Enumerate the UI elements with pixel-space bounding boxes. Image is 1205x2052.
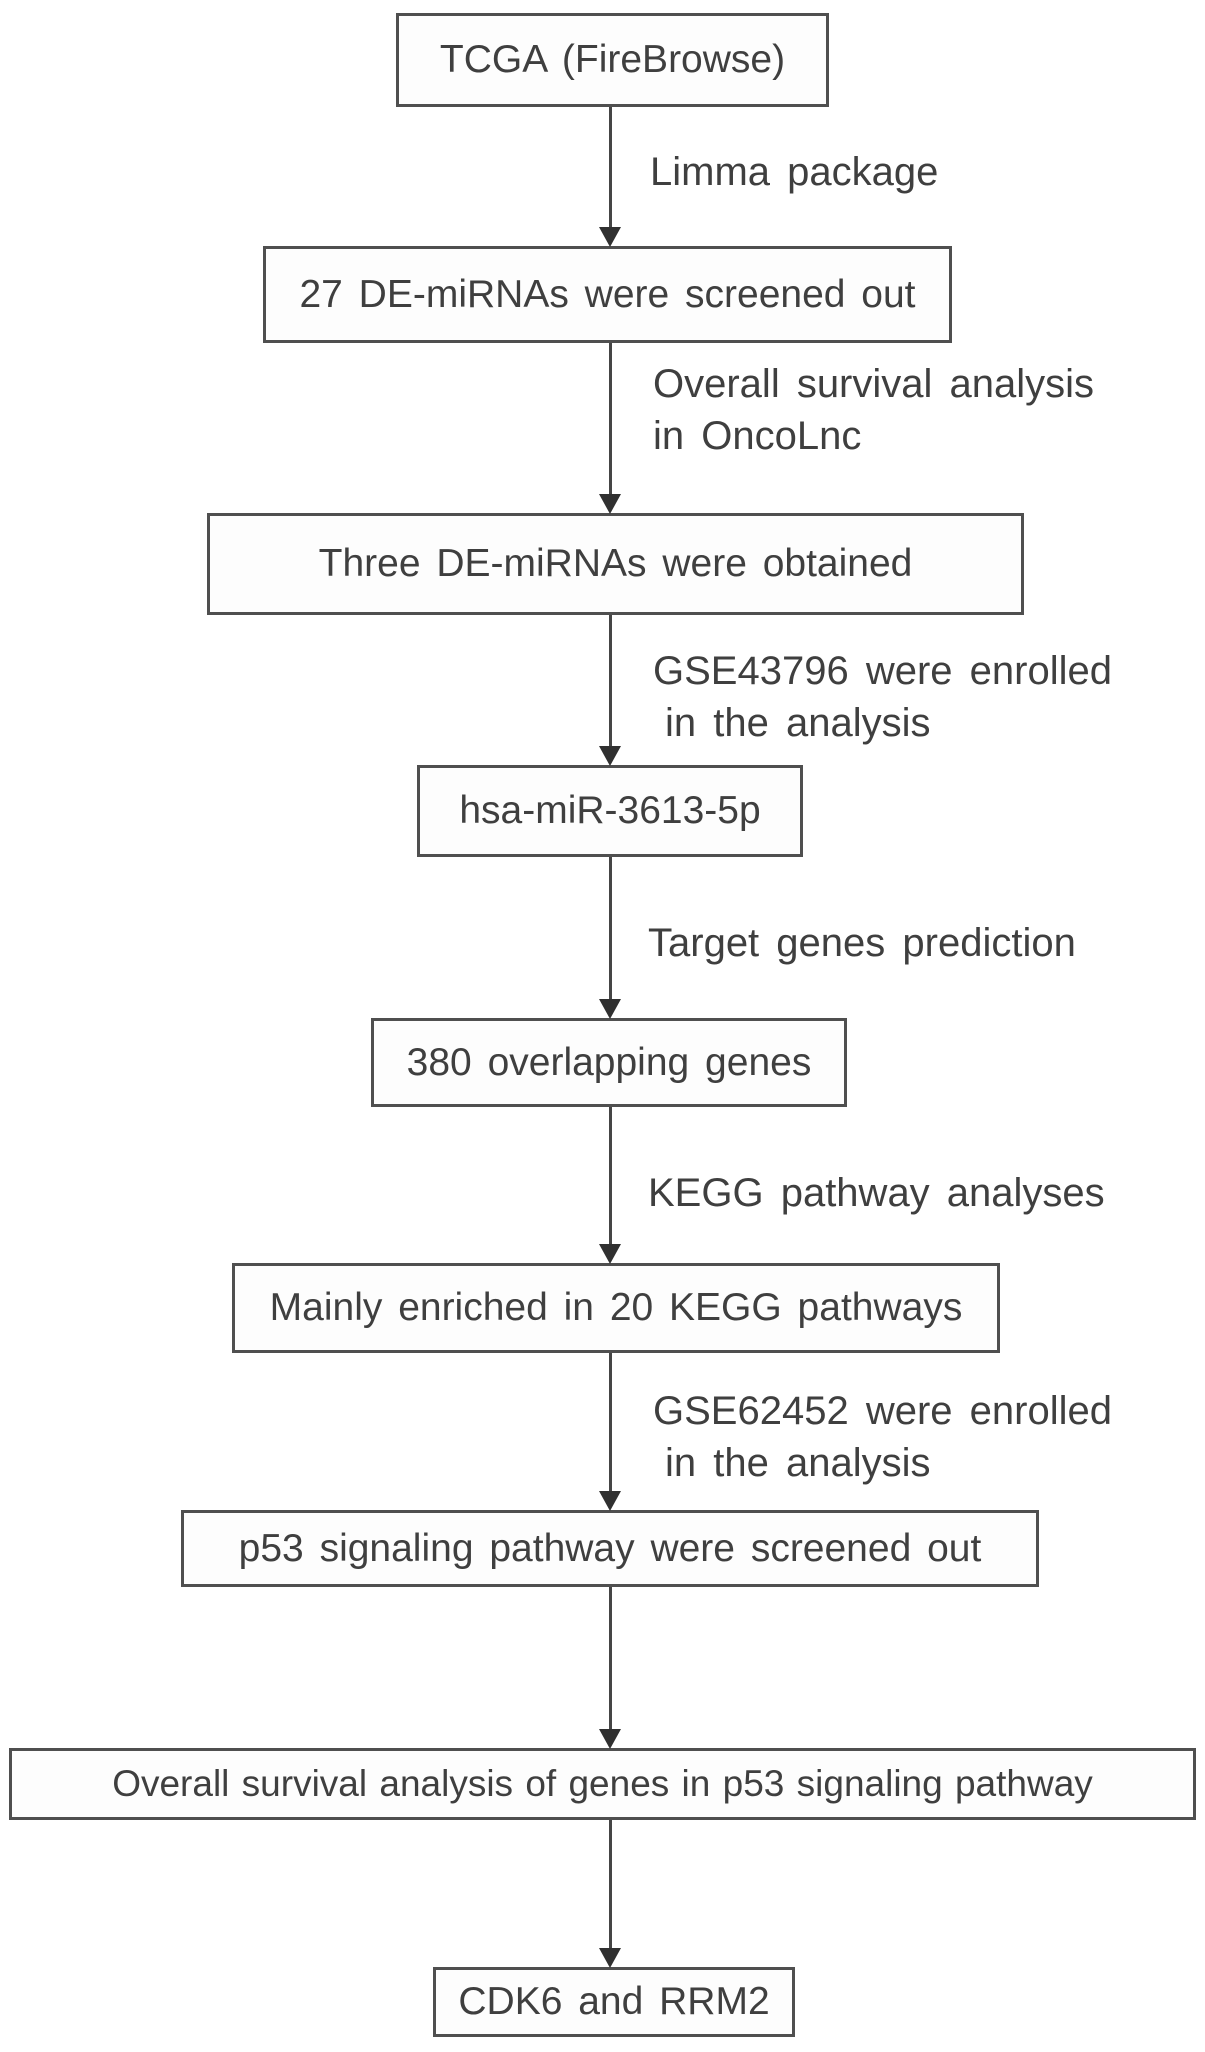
edge-label-line: in the analysis [665, 701, 931, 745]
arrow-down-icon [599, 227, 621, 247]
arrow-down-icon [599, 999, 621, 1019]
flow-node-kegg-pathways-enriched: Mainly enriched in 20 KEGG pathways [232, 1263, 1000, 1353]
node-label: CDK6 and RRM2 [458, 1980, 770, 2023]
arrow-down-icon [599, 1244, 621, 1264]
edge-label-line: Target genes prediction [648, 921, 1076, 965]
edge-label-gse43796: GSE43796 were enrolled in the analysis [653, 645, 1112, 749]
edge-label-line: in the analysis [665, 1441, 931, 1485]
arrow-down-icon [599, 1729, 621, 1749]
edge-label-line: GSE43796 were enrolled [653, 649, 1112, 693]
edge-label-line: in OncoLnc [653, 414, 862, 458]
arrow-line [609, 1353, 612, 1493]
edge-label-line: KEGG pathway analyses [648, 1171, 1105, 1215]
arrow-down-icon [599, 494, 621, 514]
edge-label-line: Limma package [650, 150, 939, 194]
edge-label-limma: Limma package [650, 146, 938, 198]
flow-node-tcga-firebrowse: TCGA (FireBrowse) [396, 13, 829, 107]
arrow-down-icon [599, 1948, 621, 1968]
node-label: p53 signaling pathway were screened out [238, 1526, 982, 1570]
node-label: hsa-miR-3613-5p [459, 789, 761, 832]
arrow-down-icon [599, 1491, 621, 1511]
arrow-line [609, 857, 612, 1001]
flow-node-overlapping-genes: 380 overlapping genes [371, 1018, 847, 1107]
edge-label-target-genes: Target genes prediction [648, 917, 1076, 969]
flow-node-de-mirnas-screened: 27 DE-miRNAs were screened out [263, 246, 952, 343]
edge-label-kegg: KEGG pathway analyses [648, 1167, 1105, 1219]
flow-node-p53-pathway-screened: p53 signaling pathway were screened out [181, 1510, 1039, 1587]
flow-node-cdk6-rrm2: CDK6 and RRM2 [433, 1967, 795, 2037]
flow-node-hsa-mir-3613-5p: hsa-miR-3613-5p [417, 765, 803, 857]
edge-label-line: GSE62452 were enrolled [653, 1389, 1112, 1433]
arrow-line [609, 1820, 612, 1950]
arrow-line [609, 1107, 612, 1246]
node-label: Mainly enriched in 20 KEGG pathways [269, 1286, 963, 1329]
arrow-down-icon [599, 746, 621, 766]
edge-label-line: Overall survival analysis [653, 362, 1095, 406]
node-label: Overall survival analysis of genes in p5… [112, 1763, 1093, 1804]
arrow-line [609, 1587, 612, 1731]
flow-node-three-de-mirnas: Three DE-miRNAs were obtained [207, 513, 1024, 615]
node-label: TCGA (FireBrowse) [439, 38, 786, 81]
flow-node-os-analysis-p53-genes: Overall survival analysis of genes in p5… [9, 1748, 1196, 1820]
arrow-line [609, 107, 612, 229]
node-label: 27 DE-miRNAs were screened out [299, 272, 916, 316]
edge-label-oncolnc: Overall survival analysis in OncoLnc [653, 358, 1094, 462]
arrow-line [609, 343, 612, 496]
arrow-line [609, 615, 612, 748]
edge-label-gse62452: GSE62452 were enrolled in the analysis [653, 1385, 1112, 1489]
node-label: Three DE-miRNAs were obtained [318, 542, 913, 585]
node-label: 380 overlapping genes [406, 1040, 812, 1084]
